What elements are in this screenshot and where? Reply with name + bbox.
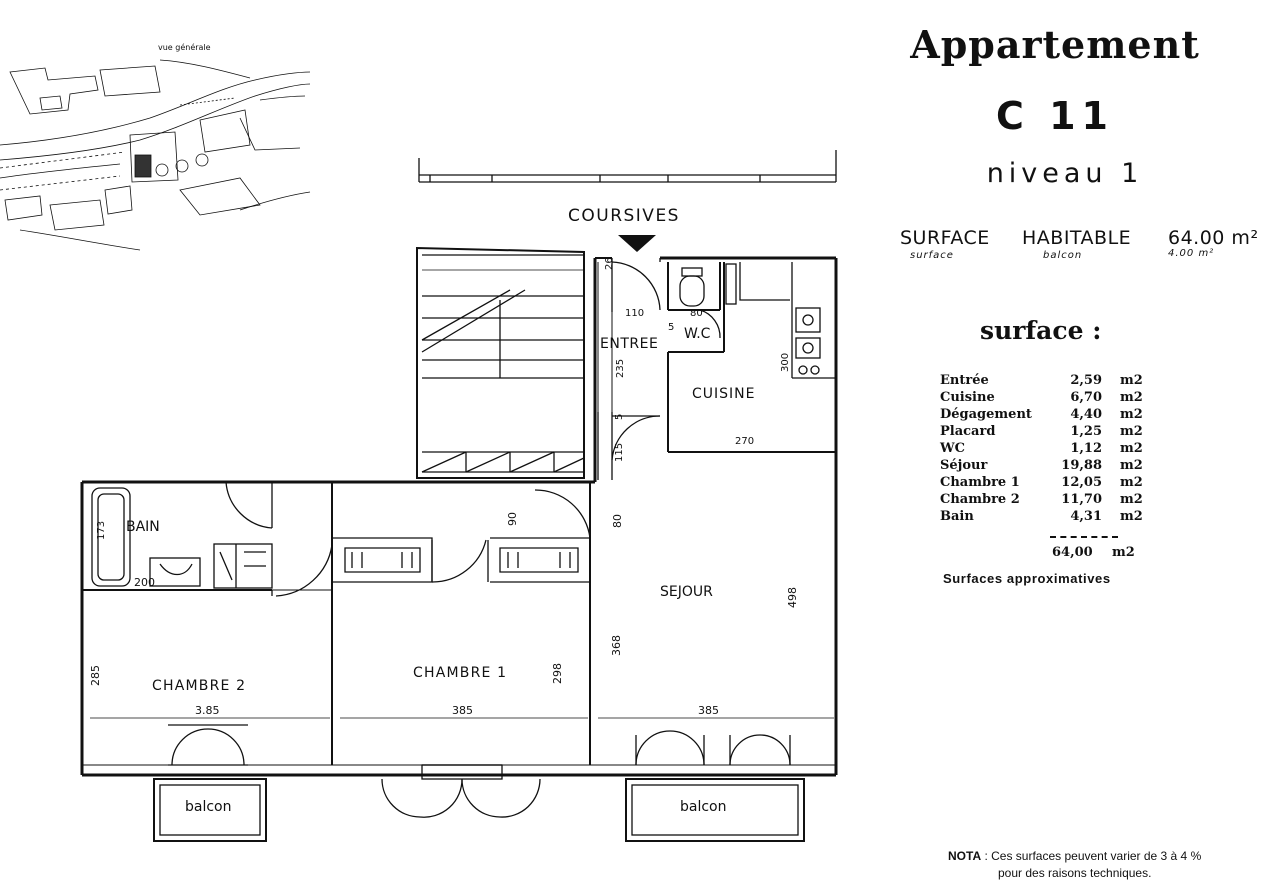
chambre1-label: CHAMBRE 1 bbox=[413, 665, 507, 681]
dim-385-a: 3.85 bbox=[195, 704, 220, 717]
surface-row-value: 4,31 bbox=[1070, 509, 1102, 524]
chambre2-label: CHAMBRE 2 bbox=[152, 678, 246, 694]
surface-row-room: Séjour bbox=[940, 458, 988, 473]
surface-row-room: Bain bbox=[940, 509, 974, 524]
nota-block: NOTA : Ces surfaces peuvent varier de 3 … bbox=[948, 848, 1201, 882]
dim-285: 285 bbox=[89, 665, 102, 686]
surface-row: Placard 1,25 m2 bbox=[940, 423, 1180, 440]
surface-row-value: 11,70 bbox=[1061, 492, 1102, 507]
surface-row-unit: m2 bbox=[1120, 492, 1143, 507]
dim-110: 110 bbox=[625, 308, 644, 319]
dim-300: 300 bbox=[780, 353, 791, 372]
surface-row-unit: m2 bbox=[1120, 509, 1143, 524]
surface-row-value: 19,88 bbox=[1061, 458, 1102, 473]
dim-385-c: 385 bbox=[698, 704, 719, 717]
sejour-label: SEJOUR bbox=[660, 584, 713, 600]
surface-row-room: Dégagement bbox=[940, 407, 1032, 422]
entree-label: ENTREE bbox=[600, 336, 658, 352]
surface-row-unit: m2 bbox=[1120, 441, 1143, 456]
surface-row-room: Chambre 2 bbox=[940, 492, 1020, 507]
bain-label: BAIN bbox=[126, 519, 160, 535]
balcon-left-label: balcon bbox=[185, 799, 232, 815]
total-value: 64,00 bbox=[1052, 545, 1093, 560]
dim-270: 270 bbox=[735, 436, 754, 447]
dim-385-b: 385 bbox=[452, 704, 473, 717]
location-map bbox=[0, 59, 311, 251]
nota-label: NOTA bbox=[948, 849, 982, 863]
surface-row-value: 4,40 bbox=[1070, 407, 1102, 422]
surface-row: Bain 4,31 m2 bbox=[940, 508, 1180, 525]
balcon-right-label: balcon bbox=[680, 799, 727, 815]
surface-row: WC 1,12 m2 bbox=[940, 440, 1180, 457]
dim-90: 90 bbox=[506, 512, 519, 526]
dim-498: 498 bbox=[786, 587, 799, 608]
surface-row-room: WC bbox=[940, 441, 965, 456]
nota-line2: pour des raisons techniques. bbox=[998, 866, 1152, 880]
dim-200: 200 bbox=[134, 576, 155, 589]
handwritten-surface: surface bbox=[910, 250, 954, 261]
dim-5-wc: 5 bbox=[668, 322, 674, 333]
handwritten-balcon-value: 4.00 m² bbox=[1168, 248, 1215, 259]
dim-80-wc: 80 bbox=[690, 308, 703, 319]
surface-row: Entrée 2,59 m2 bbox=[940, 372, 1180, 389]
total-separator bbox=[1050, 536, 1118, 538]
surface-row-room: Entrée bbox=[940, 373, 989, 388]
dim-115: 115 bbox=[614, 443, 625, 462]
apartment-level: niveau 1 bbox=[986, 158, 1144, 189]
surface-row-unit: m2 bbox=[1120, 458, 1143, 473]
dim-5-entry: 5 bbox=[614, 414, 625, 420]
approx-note: Surfaces approximatives bbox=[943, 571, 1111, 586]
surface-row-unit: m2 bbox=[1120, 407, 1143, 422]
surface-row-room: Cuisine bbox=[940, 390, 995, 405]
dim-26: 26 bbox=[604, 257, 615, 270]
apartment-title: Appartement bbox=[910, 22, 1200, 67]
surface-row-unit: m2 bbox=[1120, 373, 1143, 388]
surface-row: Chambre 1 12,05 m2 bbox=[940, 474, 1180, 491]
habitable-value: 64.00 m² bbox=[1168, 227, 1259, 249]
surface-row: Séjour 19,88 m2 bbox=[940, 457, 1180, 474]
surface-row-unit: m2 bbox=[1120, 424, 1143, 439]
surface-row: Cuisine 6,70 m2 bbox=[940, 389, 1180, 406]
surface-table-title: surface : bbox=[980, 316, 1102, 345]
location-map-caption: vue générale bbox=[158, 42, 211, 52]
dim-80: 80 bbox=[611, 514, 624, 528]
coursives-label: COURSIVES bbox=[568, 206, 680, 226]
surface-row-value: 1,12 bbox=[1070, 441, 1102, 456]
dim-368: 368 bbox=[610, 635, 623, 656]
surface-row-unit: m2 bbox=[1120, 390, 1143, 405]
dim-298: 298 bbox=[551, 663, 564, 684]
surface-row-value: 6,70 bbox=[1070, 390, 1102, 405]
surface-row-value: 2,59 bbox=[1070, 373, 1102, 388]
total-unit: m2 bbox=[1112, 545, 1135, 560]
apartment-unit: C 11 bbox=[996, 94, 1114, 138]
dim-235: 235 bbox=[615, 359, 626, 378]
handwritten-balcon: balcon bbox=[1043, 250, 1083, 261]
surface-row-value: 1,25 bbox=[1070, 424, 1102, 439]
dim-173: 173 bbox=[96, 521, 107, 540]
surface-row-value: 12,05 bbox=[1061, 475, 1102, 490]
surface-row-unit: m2 bbox=[1120, 475, 1143, 490]
cuisine-label: CUISINE bbox=[692, 386, 756, 402]
surface-row-room: Placard bbox=[940, 424, 996, 439]
surface-label: SURFACE bbox=[900, 227, 990, 249]
surface-row: Chambre 2 11,70 m2 bbox=[940, 491, 1180, 508]
surface-row: Dégagement 4,40 m2 bbox=[940, 406, 1180, 423]
surface-row-room: Chambre 1 bbox=[940, 475, 1020, 490]
wc-label: W.C bbox=[684, 326, 711, 342]
nota-line1: : Ces surfaces peuvent varier de 3 à 4 % bbox=[984, 849, 1202, 863]
habitable-label: HABITABLE bbox=[1022, 227, 1132, 249]
